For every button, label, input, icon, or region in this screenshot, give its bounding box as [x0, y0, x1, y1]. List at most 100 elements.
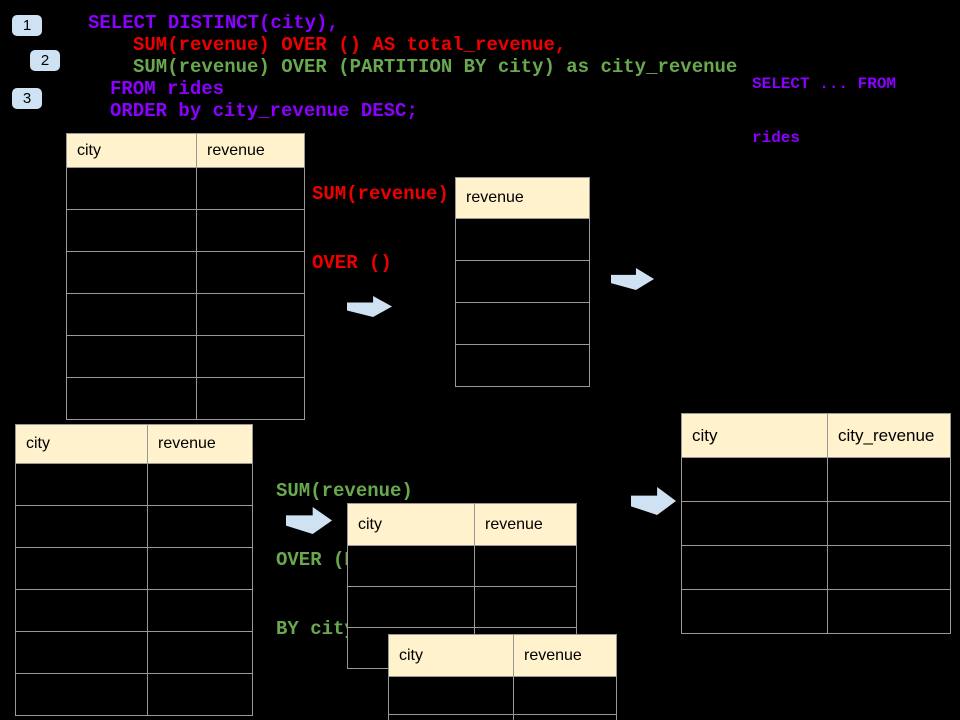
empty-cell: [15, 673, 148, 716]
sql-line-order-by: ORDER by city_revenue DESC;: [110, 100, 418, 122]
right-arrow-icon: [631, 487, 676, 515]
empty-cell: [147, 673, 253, 716]
empty-cell: [474, 545, 577, 587]
column-header: revenue: [196, 133, 305, 168]
table-row: [347, 545, 577, 587]
empty-cell: [66, 293, 197, 336]
annotation-line: OVER (): [312, 252, 392, 274]
table-row: [66, 167, 305, 210]
empty-cell: [347, 586, 475, 628]
table-row: [455, 260, 590, 303]
empty-cell: [15, 505, 148, 548]
empty-cell: [66, 335, 197, 378]
table-header-row: revenue: [455, 177, 590, 219]
empty-cell: [15, 631, 148, 674]
empty-cell: [66, 209, 197, 252]
empty-cell: [66, 167, 197, 210]
table-row: [15, 547, 253, 590]
empty-cell: [681, 545, 828, 590]
sql-line-sum-total: SUM(revenue) OVER () AS total_revenue,: [133, 34, 567, 56]
step-badge-2: 2: [30, 50, 60, 71]
right-arrow-icon: [611, 268, 654, 290]
empty-cell: [474, 586, 577, 628]
empty-cell: [196, 209, 305, 252]
column-header: city: [347, 503, 475, 546]
empty-cell: [196, 335, 305, 378]
empty-cell: [196, 293, 305, 336]
empty-cell: [681, 501, 828, 546]
table-row: [66, 335, 305, 378]
column-header: city: [15, 424, 148, 464]
empty-cell: [15, 589, 148, 632]
table-row: [388, 714, 617, 720]
table-row: [388, 676, 617, 715]
empty-cell: [513, 714, 617, 720]
column-header: revenue: [455, 177, 590, 219]
empty-cell: [681, 589, 828, 634]
table-total-revenue-result: revenue: [455, 177, 590, 387]
sql-line-sum-partition: SUM(revenue) OVER (PARTITION BY city) as…: [133, 56, 738, 78]
empty-cell: [147, 505, 253, 548]
table-row: [681, 589, 951, 634]
empty-cell: [66, 377, 197, 420]
annotation-line: SUM(revenue): [312, 183, 449, 205]
empty-cell: [196, 167, 305, 210]
column-header: revenue: [513, 634, 617, 677]
table-row: [15, 631, 253, 674]
table-row: [15, 463, 253, 506]
table-row: [455, 218, 590, 261]
empty-cell: [827, 545, 951, 590]
table-row: [347, 586, 577, 628]
empty-cell: [455, 344, 590, 387]
column-header: city: [681, 413, 828, 458]
empty-cell: [196, 377, 305, 420]
annotation-line: SUM(revenue): [276, 480, 413, 502]
table-row: [66, 293, 305, 336]
step-badge-3: 3: [12, 88, 42, 109]
column-header: city: [66, 133, 197, 168]
sql-line-select: SELECT DISTINCT(city),: [88, 12, 339, 34]
table-row: [681, 501, 951, 546]
table-row: [455, 302, 590, 345]
empty-cell: [15, 463, 148, 506]
step-badge-1: 1: [12, 15, 42, 36]
side-note-line-1: SELECT ... FROM: [752, 75, 897, 93]
empty-cell: [147, 589, 253, 632]
empty-cell: [455, 302, 590, 345]
empty-cell: [147, 463, 253, 506]
table-row: [66, 377, 305, 420]
table-row: [15, 589, 253, 632]
table-row: [66, 251, 305, 294]
empty-cell: [827, 589, 951, 634]
side-note-line-2: rides: [752, 129, 801, 147]
side-note-select-from: SELECT ... FROM rides: [752, 39, 896, 183]
table-row: [15, 673, 253, 716]
empty-cell: [196, 251, 305, 294]
empty-cell: [66, 251, 197, 294]
empty-cell: [15, 547, 148, 590]
column-header: revenue: [147, 424, 253, 464]
empty-cell: [388, 714, 514, 720]
annotation-sum-over-all: SUM(revenue) OVER (): [312, 137, 449, 321]
column-header: revenue: [474, 503, 577, 546]
empty-cell: [347, 545, 475, 587]
table-row: [681, 545, 951, 590]
table-row: [15, 505, 253, 548]
empty-cell: [513, 676, 617, 715]
empty-cell: [147, 547, 253, 590]
empty-cell: [681, 457, 828, 502]
